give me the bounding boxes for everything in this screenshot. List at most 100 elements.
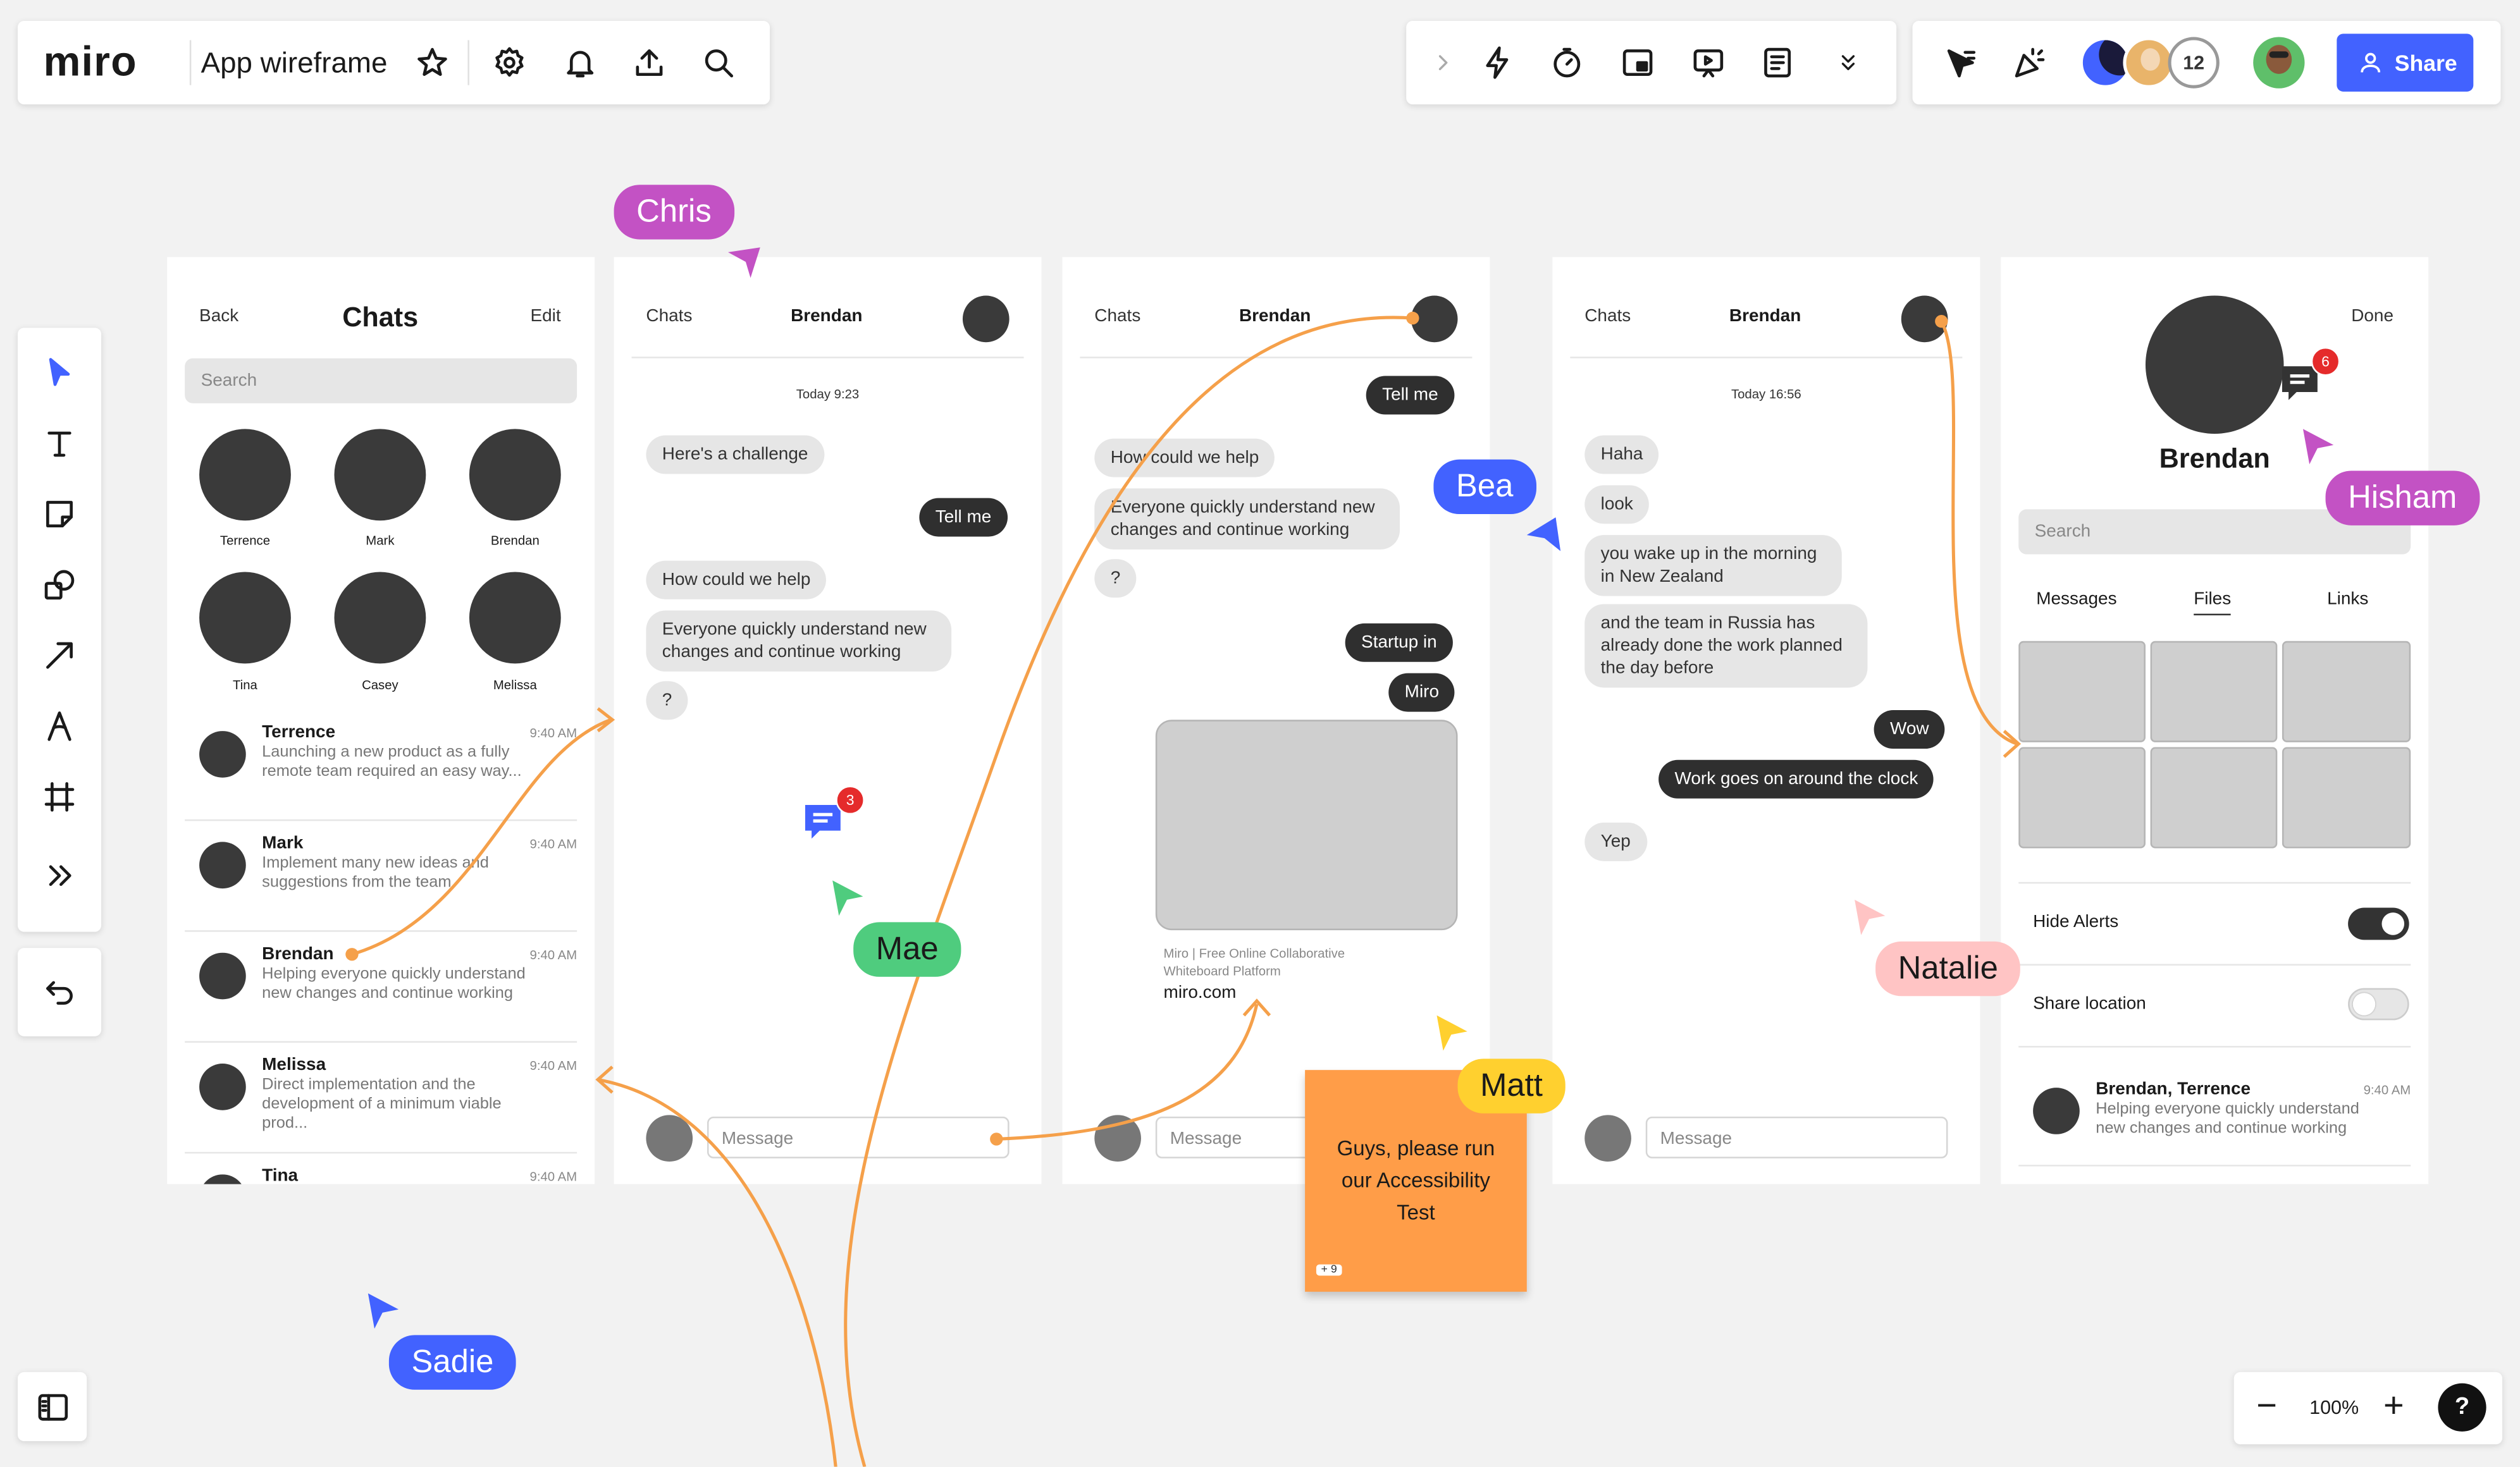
select-cursor-icon[interactable] [35, 348, 83, 396]
settings-gear-icon[interactable] [485, 39, 533, 87]
chevron-right-icon[interactable] [1419, 39, 1467, 87]
zoom-out-button[interactable]: − [2256, 1385, 2277, 1425]
message-bubble[interactable]: Work goes on around the clock [1658, 759, 1934, 799]
notes-icon[interactable] [1753, 39, 1801, 87]
hide-alerts-toggle[interactable] [2348, 907, 2409, 940]
chat-list-item[interactable]: Brendan, Terrence 9:40 AM Helping everyo… [2001, 1079, 2428, 1184]
lightning-icon[interactable] [1474, 39, 1522, 87]
avatar[interactable] [2123, 37, 2175, 89]
back-link[interactable]: Chats [646, 307, 693, 326]
bell-icon[interactable] [556, 39, 604, 87]
done-link[interactable]: Done [2351, 307, 2394, 326]
star-icon[interactable] [408, 39, 456, 87]
miro-logo[interactable]: miro [43, 37, 137, 85]
chevron-double-down-icon[interactable] [1824, 39, 1872, 87]
chat-avatar[interactable] [1901, 295, 1948, 343]
share-location-toggle[interactable] [2348, 988, 2409, 1021]
message-bubble[interactable]: Yep [1584, 822, 1647, 861]
message-bubble[interactable]: look [1584, 485, 1650, 524]
file-thumbnail[interactable] [2150, 641, 2278, 742]
back-link[interactable]: Back [199, 307, 239, 326]
zoom-level[interactable]: 100% [2309, 1396, 2359, 1419]
frames-panel-toggle[interactable] [17, 1372, 87, 1442]
contact-avatar[interactable] [199, 429, 291, 521]
contact-avatar[interactable] [334, 572, 426, 664]
message-bubble[interactable]: Everyone quickly understand new changes … [646, 610, 952, 672]
sticky-note-icon[interactable] [35, 490, 83, 538]
tab-messages[interactable]: Messages [2036, 589, 2117, 609]
presentation-icon[interactable] [1684, 39, 1732, 87]
link-preview-image[interactable] [1155, 720, 1458, 931]
zoom-in-button[interactable]: + [2383, 1385, 2404, 1425]
upload-icon[interactable] [625, 39, 673, 87]
shapes-icon[interactable] [35, 561, 83, 609]
message-input[interactable]: Message [1645, 1116, 1948, 1158]
back-link[interactable]: Chats [1094, 307, 1141, 326]
message-bubble[interactable]: Everyone quickly understand new changes … [1094, 488, 1400, 549]
comment-icon[interactable] [2279, 363, 2321, 402]
user-avatar[interactable] [2253, 37, 2305, 89]
cursor-follow-icon[interactable] [1937, 39, 1985, 87]
message-bubble[interactable]: you wake up in the morning in New Zealan… [1584, 535, 1842, 596]
comment-icon[interactable] [802, 802, 844, 840]
contact-avatar[interactable] [199, 572, 291, 664]
undo-icon[interactable] [35, 969, 83, 1017]
text-tool-icon[interactable] [35, 419, 83, 467]
help-button[interactable]: ? [2438, 1383, 2486, 1432]
message-bubble[interactable]: ? [1094, 559, 1137, 598]
chat-avatar[interactable] [1411, 295, 1458, 343]
message-bubble[interactable]: Wow [1874, 710, 1946, 749]
tab-files[interactable]: Files [2194, 589, 2232, 616]
more-tools-icon[interactable] [35, 852, 83, 900]
file-thumbnail[interactable] [2018, 641, 2146, 742]
chat-list-item[interactable]: Melissa 9:40 AM Direct implementation an… [167, 1055, 595, 1166]
frame-chat-3[interactable]: Chats Brendan Today 16:56 Haha look you … [1552, 257, 1980, 1184]
edit-link[interactable]: Edit [530, 307, 561, 326]
search-icon[interactable] [695, 39, 743, 87]
video-frame-icon[interactable] [1614, 39, 1662, 87]
search-input[interactable]: Search [185, 358, 578, 403]
file-thumbnail[interactable] [2282, 641, 2411, 742]
sticky-badge[interactable]: + 9 [1316, 1264, 1342, 1276]
back-link[interactable]: Chats [1584, 307, 1631, 326]
message-bubble[interactable]: Haha [1584, 435, 1659, 474]
message-input[interactable]: Message [707, 1116, 1010, 1158]
frame-chat-2[interactable]: Chats Brendan Tell me How could we help … [1062, 257, 1490, 1184]
chat-list-item[interactable]: Tina 9:40 AM [167, 1167, 595, 1184]
tab-links[interactable]: Links [2327, 589, 2369, 609]
timer-icon[interactable] [1543, 39, 1591, 87]
file-thumbnail[interactable] [2018, 747, 2146, 849]
cursor-label-chris: Chris [614, 185, 734, 240]
file-thumbnail[interactable] [2282, 747, 2411, 849]
message-bubble[interactable]: How could we help [646, 560, 827, 599]
file-thumbnail[interactable] [2150, 747, 2278, 849]
chat-list-item[interactable]: Terrence 9:40 AM Launching a new product… [167, 723, 595, 833]
frame-profile[interactable]: Done Brendan Search Messages Files Links… [2001, 257, 2429, 1184]
chat-avatar[interactable] [962, 295, 1010, 343]
collaborator-count[interactable]: 12 [2168, 37, 2220, 89]
arrow-line-icon[interactable] [35, 632, 83, 680]
message-bubble[interactable]: Tell me [919, 498, 1008, 537]
pen-icon[interactable] [35, 702, 83, 750]
message-bubble[interactable]: and the team in Russia has already done … [1584, 604, 1868, 688]
frame-tool-icon[interactable] [35, 773, 83, 821]
contact-avatar[interactable] [334, 429, 426, 521]
frame-chat-1[interactable]: Chats Brendan Today 9:23 Here's a challe… [614, 257, 1042, 1184]
contact-avatar[interactable] [469, 572, 561, 664]
message-bubble[interactable]: How could we help [1094, 438, 1275, 477]
share-button[interactable]: Share [2337, 34, 2474, 92]
profile-avatar[interactable] [2145, 295, 2284, 434]
message-bubble[interactable]: Tell me [1366, 376, 1455, 415]
chat-list-item[interactable]: Brendan 9:40 AM Helping everyone quickly… [167, 945, 595, 1055]
chat-list-item[interactable]: Mark 9:40 AM Implement many new ideas an… [167, 834, 595, 945]
message-bubble[interactable]: Startup in [1345, 623, 1454, 662]
message-bubble[interactable]: Here's a challenge [646, 435, 824, 474]
celebrate-icon[interactable] [2006, 39, 2054, 87]
frame-chats-list[interactable]: Back Chats Edit Search Terrence Mark Bre… [167, 257, 595, 1184]
message-bubble[interactable]: Miro [1388, 673, 1455, 712]
link-url[interactable]: miro.com [1163, 983, 1237, 1003]
message-bubble[interactable]: ? [646, 681, 688, 720]
contact-avatar[interactable] [469, 429, 561, 521]
board-title[interactable]: App wireframe [201, 46, 388, 79]
